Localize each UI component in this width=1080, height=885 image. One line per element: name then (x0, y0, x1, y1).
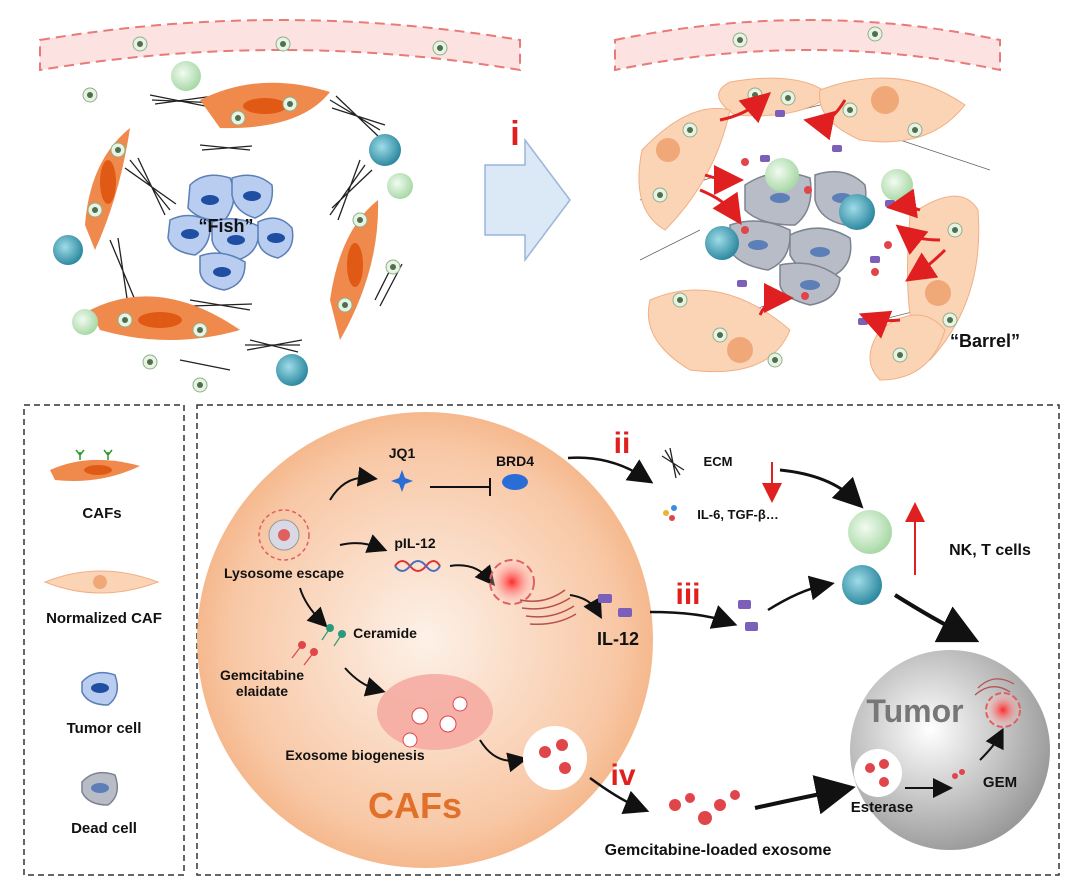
multivesicular-body (377, 674, 493, 750)
transition-arrow (484, 137, 571, 263)
exosome-release (523, 726, 587, 790)
nucleus-er-icon (489, 559, 577, 626)
legend-tumor-cell-icon (81, 671, 119, 706)
immune-cell-green (848, 510, 892, 554)
legend-label-tumor-cell: Tumor cell (67, 720, 142, 737)
tumor-cluster (167, 174, 294, 291)
step-iii-label: iii (675, 578, 700, 611)
immune-cell-teal (842, 565, 882, 605)
brd4-icon (502, 474, 528, 490)
loaded-exosome-label: Gemcitabine-loaded exosome (605, 842, 832, 859)
cytokine-icon (663, 505, 677, 521)
legend-label-cafs: CAFs (82, 505, 121, 522)
tumor-label: Tumor (866, 693, 963, 729)
step-iv-label: iv (610, 759, 635, 792)
legend-label-normalized-caf: Normalized CAF (46, 610, 162, 627)
cytokine-label: IL-6, TGF-β… (697, 507, 779, 522)
gem-elaidate-label-1: Gemcitabine (220, 667, 304, 683)
legend-normalized-caf-icon (43, 570, 160, 594)
fish-label: “Fish” (198, 216, 253, 236)
jq1-icon (391, 470, 413, 492)
gemcitabine-elaidate-icon (291, 641, 318, 666)
legend-label-dead-cell: Dead cell (71, 820, 137, 837)
legend-caf-icon (50, 449, 140, 482)
gem-label: GEM (983, 774, 1017, 791)
dead-tumor-cluster (729, 170, 867, 306)
legend-dead-cell-icon (81, 771, 119, 806)
inhibition-bar (430, 478, 491, 496)
legend-box (23, 404, 185, 876)
lysosome-escape-label: Lysosome escape (224, 565, 344, 581)
nk-t-cells-label: NK, T cells (949, 542, 1031, 559)
esterase-label: Esterase (851, 799, 914, 816)
barrel-panel: “Barrel” (614, 19, 1020, 381)
barrel-label: “Barrel” (950, 331, 1020, 351)
fish-panel: “Fish” (39, 19, 521, 393)
step-ii-label: ii (614, 427, 631, 460)
cafs-big-label: CAFs (368, 785, 462, 826)
tumor-exosome (854, 749, 902, 797)
dna-icon (394, 560, 441, 572)
il12-label: IL-12 (597, 629, 639, 649)
tumor-nucleus-icon (974, 678, 1021, 728)
immune-cell (171, 61, 201, 91)
ecm-fibers (109, 94, 403, 371)
ecm-icon (661, 447, 685, 479)
pil12-label: pIL-12 (394, 535, 435, 551)
brd4-label: BRD4 (496, 453, 534, 469)
exosome-biogenesis-label: Exosome biogenesis (285, 747, 424, 763)
gem-elaidate-label-2: elaidate (236, 683, 288, 699)
jq1-label: JQ1 (389, 445, 416, 461)
ecm-label: ECM (704, 454, 733, 469)
t-cell (369, 134, 401, 166)
gemcitabine-exosomes (669, 790, 740, 825)
blood-vessel-2 (614, 19, 1001, 72)
step-i-label: i (510, 115, 519, 153)
ceramide-label: Ceramide (353, 625, 417, 641)
ceramide-icon (321, 624, 346, 647)
lysosome-icon (258, 509, 310, 561)
mechanism-box (196, 404, 1060, 876)
